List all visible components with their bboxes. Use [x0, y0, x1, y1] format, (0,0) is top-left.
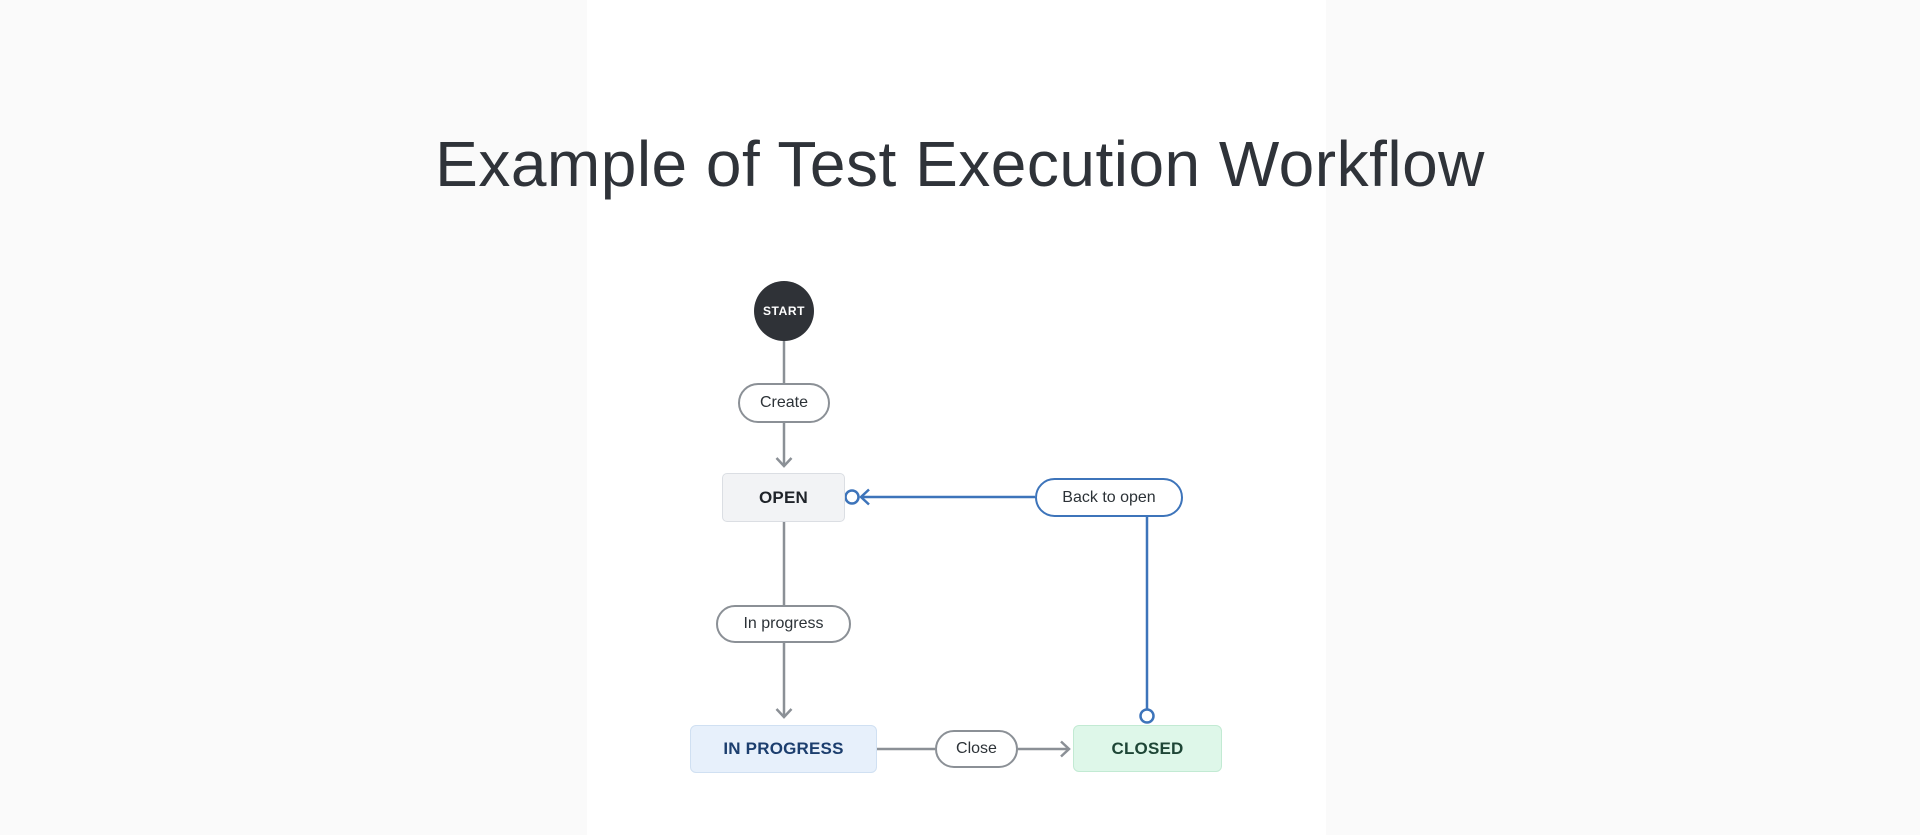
connector-back-to-open — [844, 488, 1155, 724]
transition-label: Close — [956, 740, 997, 757]
transition-close[interactable]: Close — [935, 730, 1018, 768]
status-open[interactable]: OPEN — [722, 473, 845, 522]
arrowhead-down-icon — [775, 457, 793, 468]
status-label: IN PROGRESS — [723, 739, 844, 758]
transition-label: Create — [759, 394, 809, 411]
endpoint-circle-open[interactable] — [844, 489, 860, 505]
status-in-progress[interactable]: IN PROGRESS — [690, 725, 877, 773]
start-node[interactable]: START — [754, 281, 814, 341]
connector-pill-to-inprogress — [775, 643, 793, 719]
status-closed[interactable]: CLOSED — [1073, 725, 1222, 772]
connector-create-to-open — [775, 423, 793, 468]
transition-create[interactable]: Create — [738, 383, 830, 423]
transition-label: In progress — [743, 615, 824, 632]
transition-label: Back to open — [1062, 488, 1156, 506]
transition-back-to-open[interactable]: Back to open — [1035, 478, 1183, 517]
content-panel — [587, 0, 1326, 835]
transition-in-progress[interactable]: In progress — [716, 605, 851, 643]
connector-close-pill-to-closed — [1018, 740, 1071, 758]
arrowhead-down-icon — [775, 708, 793, 719]
status-label: CLOSED — [1111, 738, 1184, 758]
page-title: Example of Test Execution Workflow — [435, 127, 1485, 200]
arrowhead-right-icon — [1060, 740, 1071, 758]
status-label: OPEN — [759, 487, 808, 507]
start-node-label: START — [762, 304, 806, 318]
endpoint-circle-closed[interactable] — [1139, 708, 1155, 724]
arrowhead-left-icon — [859, 488, 870, 506]
